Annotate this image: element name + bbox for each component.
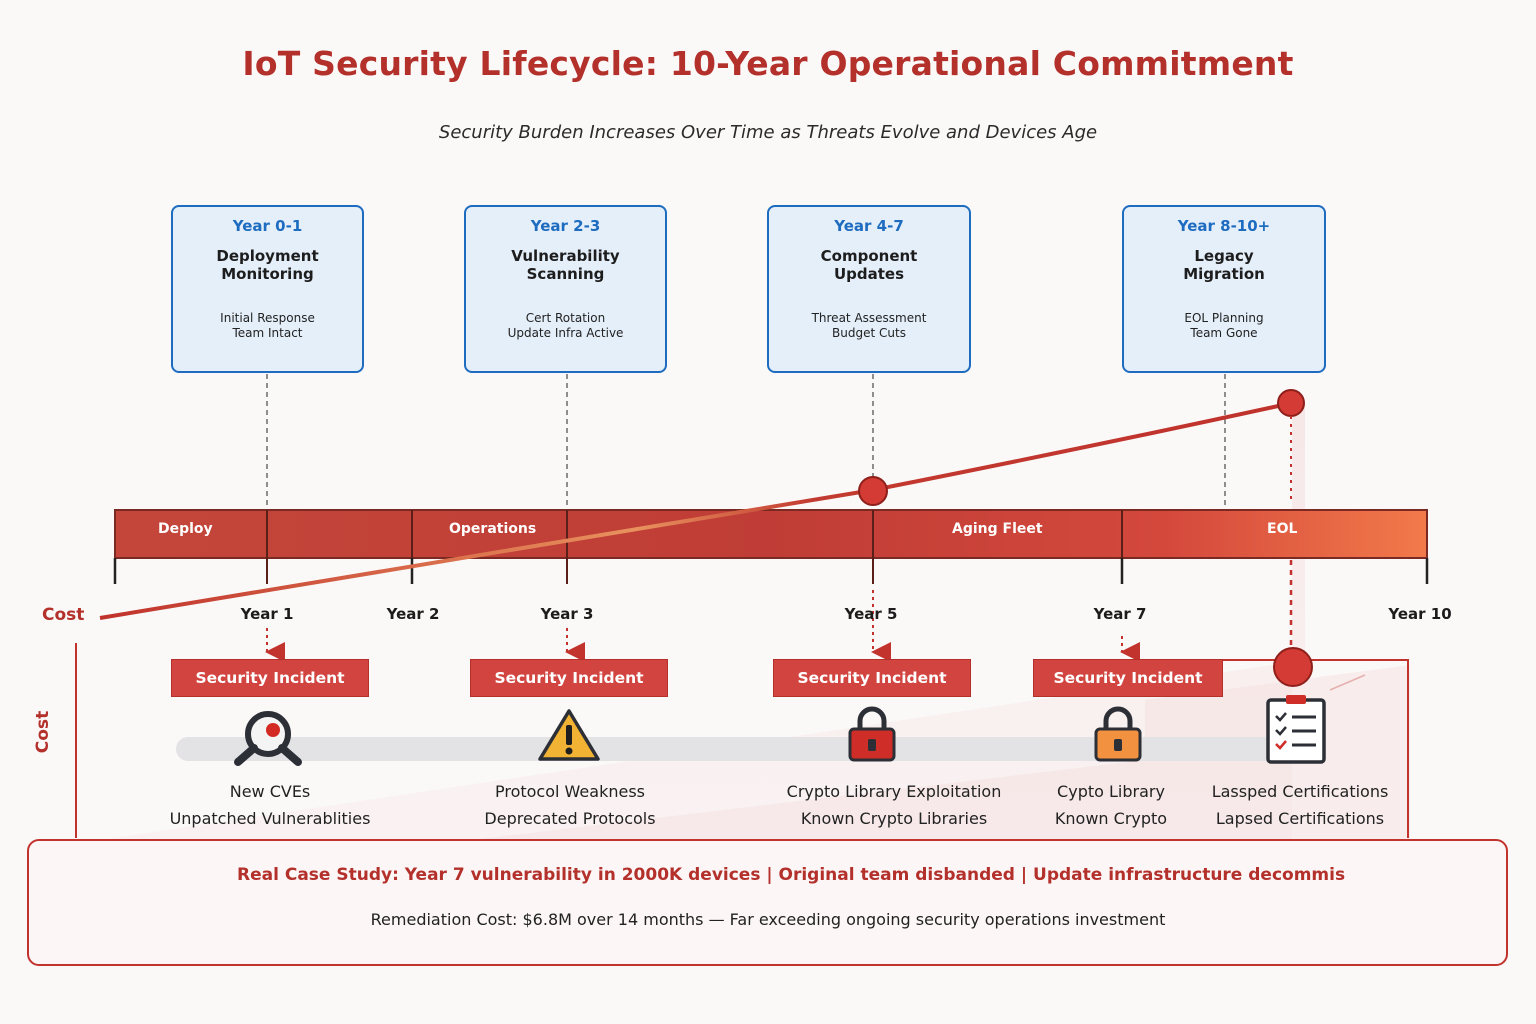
security-incident-1: Security Incident <box>171 659 369 697</box>
cost-marker-eol <box>1277 389 1305 417</box>
eol-incident-marker <box>1273 647 1313 687</box>
security-incident-2: Security Incident <box>470 659 668 697</box>
phase-years: Year 0-1 <box>232 217 303 235</box>
phase-years: Year 2-3 <box>530 217 601 235</box>
tick-label-year-3: Year 3 <box>540 605 594 623</box>
case-study-cost: Remediation Cost: $6.8M over 14 months —… <box>370 910 1166 929</box>
timeline-ticks <box>113 558 1429 584</box>
cost-axis-label: Cost <box>33 710 53 754</box>
phase-years: Year 4-7 <box>834 217 904 235</box>
risk-band <box>176 737 1306 761</box>
warning-icon <box>538 709 600 761</box>
timeline-bar <box>114 509 1428 559</box>
stage-label-aging-fleet: Aging Fleet <box>952 521 1043 537</box>
checklist-icon <box>1266 695 1326 764</box>
page-subtitle: Security Burden Increases Over Time as T… <box>438 122 1098 143</box>
stage-dividers <box>266 510 1123 584</box>
page-title: IoT Security Lifecycle: 10-Year Operatio… <box>242 44 1294 83</box>
tick-label-year-10: Year 10 <box>1388 605 1452 623</box>
lock-icon <box>848 706 896 762</box>
unlock-icon <box>1094 706 1142 762</box>
cost-area-shade <box>100 403 1305 840</box>
case-study-box <box>27 839 1508 966</box>
security-incident-4: Security Incident <box>1033 659 1223 697</box>
cost-marker-year5 <box>858 476 888 506</box>
cost-area-lower <box>470 665 1410 840</box>
card-connectors <box>266 365 1226 510</box>
tick-label-year-5: Year 5 <box>844 605 898 623</box>
tick-label-year-7: Year 7 <box>1093 605 1147 623</box>
tick-label-year-2: Year 2 <box>386 605 440 623</box>
magnifier-icon <box>234 711 302 766</box>
incident-arrows <box>265 590 1140 662</box>
tick-label-year-1: Year 1 <box>240 605 294 623</box>
stage-label-operations: Operations <box>449 521 537 537</box>
phase-years: Year 8-10+ <box>1177 217 1271 235</box>
cost-curve <box>99 401 1293 620</box>
cost-label: Cost <box>42 605 85 625</box>
case-study-headline: Real Case Study: Year 7 vulnerability in… <box>237 865 1345 885</box>
stage-label-deploy: Deploy <box>158 521 213 537</box>
stage-label-eol: EOL <box>1267 521 1298 537</box>
security-incident-3: Security Incident <box>773 659 971 697</box>
